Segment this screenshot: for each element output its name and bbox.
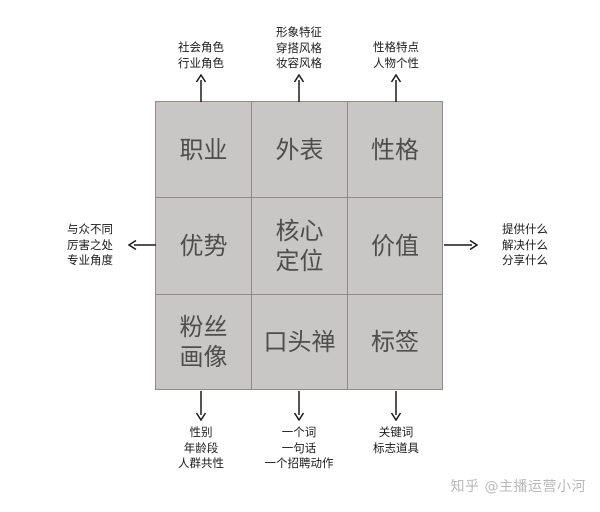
grid-divider xyxy=(156,294,442,295)
note-personality: 性格特点 人物个性 xyxy=(373,40,419,70)
watermark: 知乎 @主播运营小河 xyxy=(450,479,586,495)
arrow-up-appearance xyxy=(293,74,305,102)
note-value: 提供什么 解决什么 分享什么 xyxy=(502,222,548,267)
note-appearance: 形象特征 穿搭风格 妆容风格 xyxy=(276,25,322,70)
note-advantage: 与众不同 厉害之处 专业角度 xyxy=(67,222,113,267)
grid-divider xyxy=(347,102,348,389)
grid-divider xyxy=(156,197,442,198)
cell-personality: 性格 xyxy=(371,135,419,164)
note-catchphrase: 一个词 一句话 一个招聘动作 xyxy=(264,425,334,470)
arrow-left-advantage xyxy=(128,239,156,251)
note-tag: 关键词 标志道具 xyxy=(373,425,419,455)
cell-advantage: 优势 xyxy=(179,232,228,260)
cell-tag: 标签 xyxy=(371,328,419,356)
cell-core: 核心 定位 xyxy=(275,217,324,275)
positioning-grid: 职业 外表 性格 优势 核心 定位 价值 粉丝 画像 口头禅 标签 xyxy=(155,101,443,390)
cell-appearance: 外表 xyxy=(275,135,324,164)
cell-career: 职业 xyxy=(179,135,228,164)
arrow-down-catchphrase xyxy=(293,391,305,421)
arrow-down-fans xyxy=(195,391,207,421)
cell-catchphrase: 口头禅 xyxy=(263,328,336,356)
arrow-right-value xyxy=(444,239,478,251)
arrow-up-personality xyxy=(390,74,402,102)
arrow-down-tag xyxy=(390,391,402,421)
grid-divider xyxy=(251,102,252,389)
note-career: 社会角色 行业角色 xyxy=(178,40,224,70)
arrow-up-career xyxy=(195,74,207,102)
cell-fans: 粉丝 画像 xyxy=(179,313,228,371)
cell-value: 价值 xyxy=(371,232,419,260)
note-fans: 性别 年龄段 人群共性 xyxy=(178,425,224,470)
